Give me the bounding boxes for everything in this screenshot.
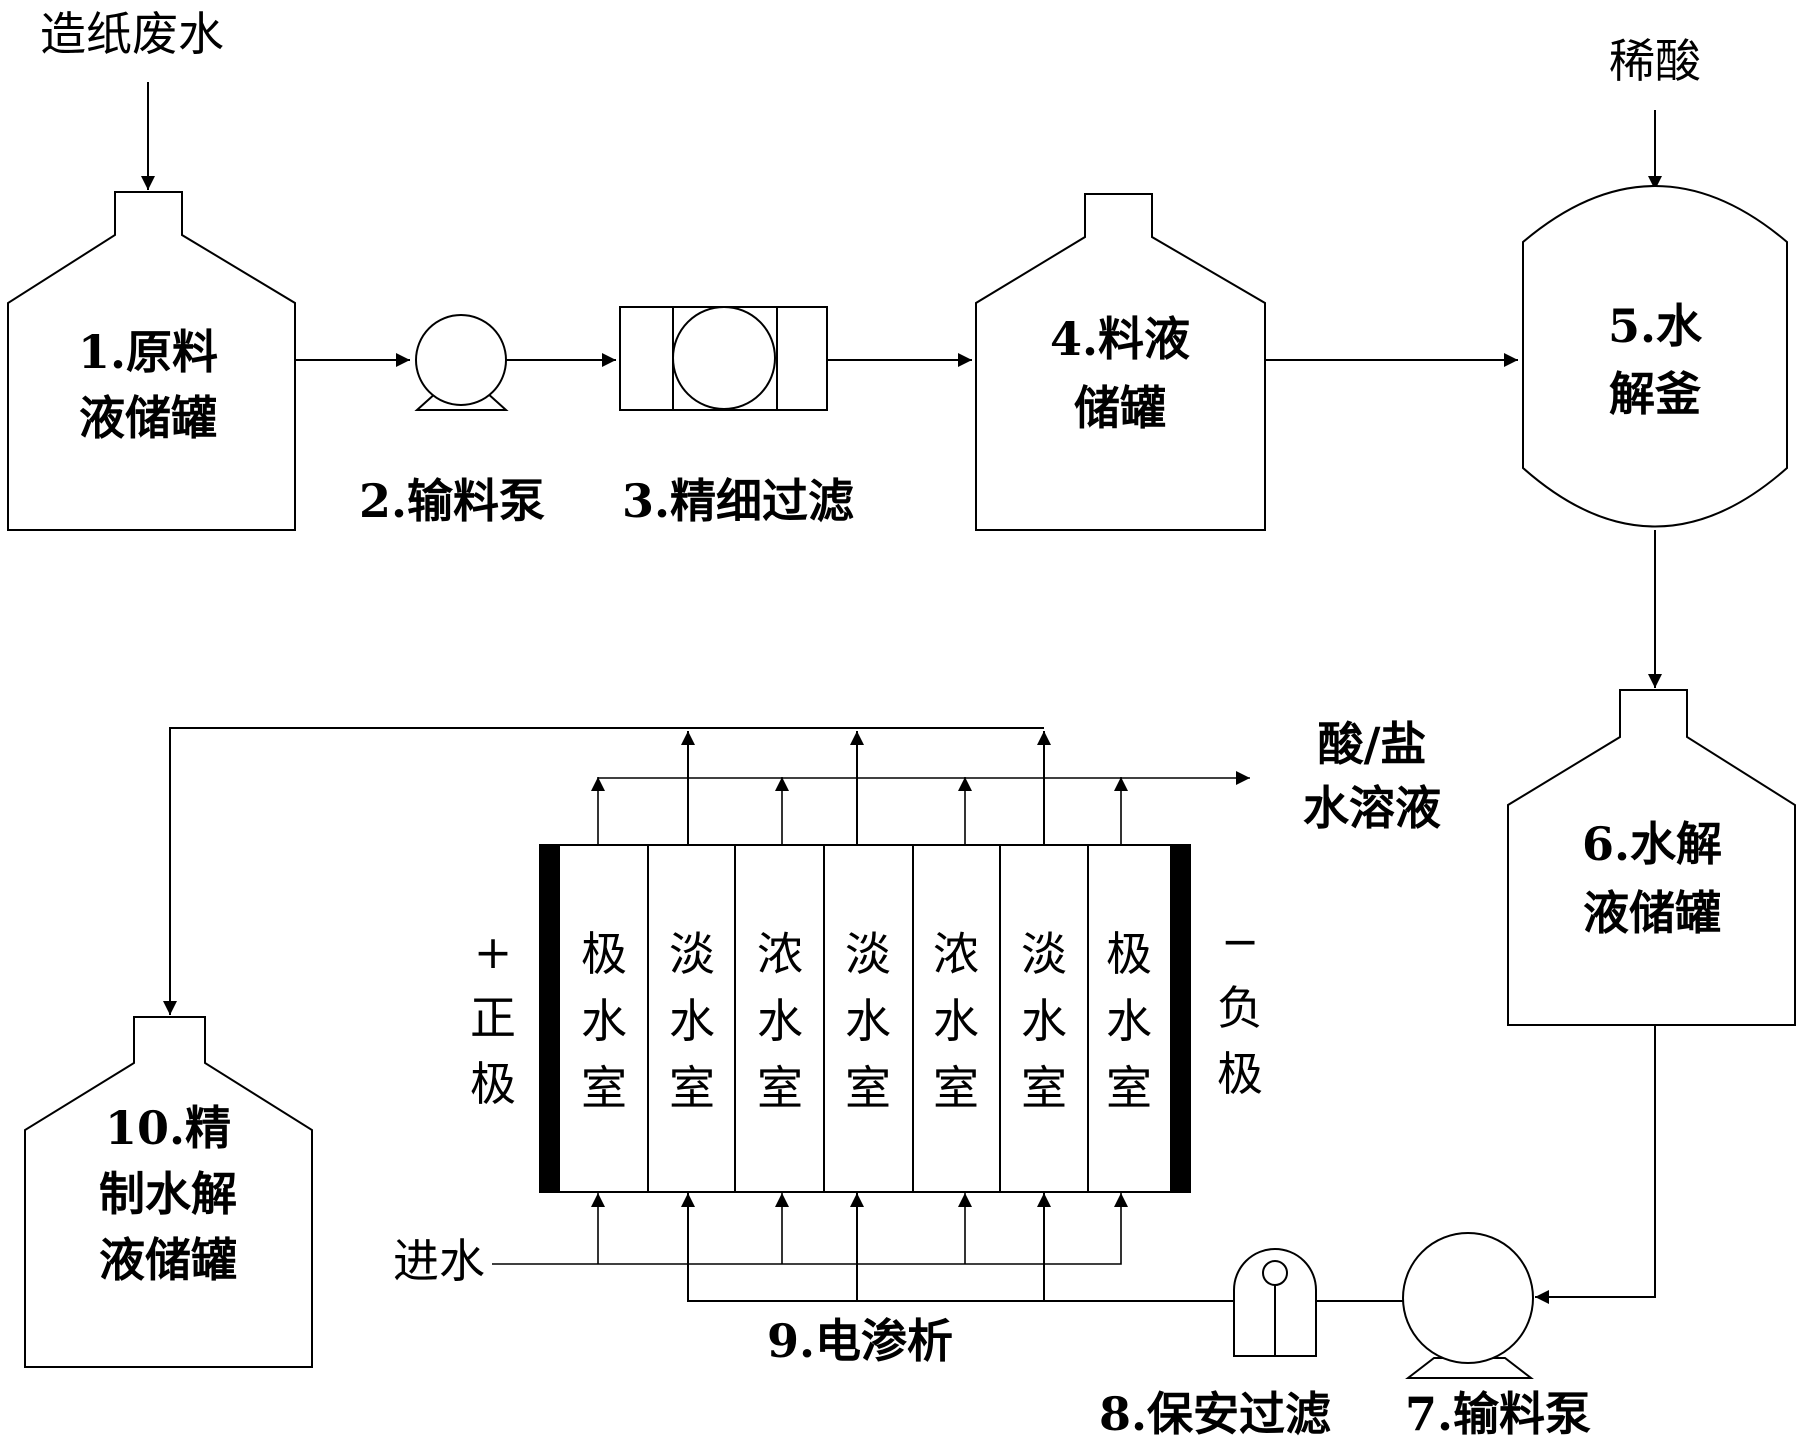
cathode-label-line2: 极	[1217, 1047, 1263, 1101]
electrodialysis-stack	[539, 844, 1191, 1193]
chamber-electrode-right: 极 水 室	[1106, 927, 1152, 1115]
chamber-char: 室	[757, 1061, 803, 1115]
chamber-char: 水	[845, 994, 891, 1048]
raw-liquid-storage-tank	[7, 191, 296, 531]
chamber-char: 水	[1021, 994, 1067, 1048]
unit8-label: 8.保安过滤	[1099, 1387, 1331, 1441]
acid-salt-label-line2: 水溶液	[1303, 781, 1441, 835]
water-inlet-label: 进水	[393, 1234, 485, 1288]
unit6-label-line2: 液储罐	[1583, 886, 1721, 940]
water-inlet-line	[492, 1193, 1128, 1265]
unit7-label: 7.输料泵	[1405, 1387, 1591, 1441]
chamber-char: 淡	[669, 927, 715, 981]
chamber-char: 淡	[845, 927, 891, 981]
anode-label-line2: 极	[470, 1057, 516, 1111]
fine-filter-icon	[619, 306, 828, 411]
unit10-label-line1: 10.精	[105, 1101, 231, 1155]
chamber-char: 浓	[933, 927, 979, 981]
unit9-label: 9.电渗析	[767, 1314, 953, 1368]
chamber-concentrate-1: 浓 水 室	[757, 927, 803, 1115]
anode-sign: +	[474, 925, 513, 979]
chamber-char: 室	[581, 1061, 627, 1115]
chamber-char: 水	[757, 994, 803, 1048]
wastewater-input-label: 造纸废水	[40, 7, 224, 61]
feed-pump-7-icon	[1402, 1232, 1534, 1379]
unit3-label: 3.精细过滤	[622, 474, 854, 528]
feed-liquid-storage-tank	[975, 193, 1266, 531]
unit4-label-line2: 储罐	[1074, 381, 1166, 435]
hydrolysate-storage-tank	[1507, 689, 1796, 1026]
refined-hydrolysate-storage-tank	[24, 1016, 313, 1368]
chamber-char: 水	[581, 994, 627, 1048]
hydrolysis-reactor	[1522, 185, 1788, 528]
chamber-char: 室	[669, 1061, 715, 1115]
chamber-concentrate-2: 浓 水 室	[933, 927, 979, 1115]
flow-filter8-to-dilute-chambers	[681, 1193, 1234, 1302]
chamber-char: 浓	[757, 927, 803, 981]
unit1-label-line1: 1.原料	[78, 325, 218, 379]
acid-salt-label-line1: 酸/盐	[1318, 717, 1427, 771]
dilute-acid-label: 稀酸	[1609, 34, 1701, 88]
anode-label-line1: 正	[470, 991, 516, 1045]
chamber-char: 水	[933, 994, 979, 1048]
chamber-dilute-3: 淡 水 室	[1021, 927, 1067, 1115]
unit1-label-line2: 液储罐	[79, 391, 217, 445]
unit5-label-line2: 解釜	[1609, 367, 1701, 421]
chamber-dilute-2: 淡 水 室	[845, 927, 891, 1115]
unit6-label-line1: 6.水解	[1582, 817, 1722, 871]
chamber-char: 极	[1106, 927, 1152, 981]
feed-pump-2-icon	[414, 314, 509, 411]
unit10-label-line3: 液储罐	[99, 1233, 237, 1287]
chamber-char: 水	[669, 994, 715, 1048]
cathode-plate	[1170, 845, 1190, 1192]
cathode-sign: −	[1221, 914, 1260, 968]
unit5-label-line1: 5.水	[1608, 299, 1703, 353]
chamber-char: 室	[933, 1061, 979, 1115]
unit10-label-line2: 制水解	[99, 1167, 237, 1221]
chamber-dilute-1: 淡 水 室	[669, 927, 715, 1115]
chamber-char: 水	[1106, 994, 1152, 1048]
chamber-char: 室	[1106, 1061, 1152, 1115]
chamber-char: 室	[1021, 1061, 1067, 1115]
chamber-electrode-left: 极 水 室	[581, 927, 627, 1115]
unit2-label: 2.输料泵	[359, 474, 545, 528]
flow-to-refined-tank10	[163, 727, 1044, 1015]
cathode-label-line1: 负	[1217, 981, 1263, 1035]
security-filter-icon	[1233, 1248, 1317, 1357]
flow-tank6-to-pump7	[1535, 1025, 1656, 1304]
chamber-char: 室	[845, 1061, 891, 1115]
chamber-char: 淡	[1021, 927, 1067, 981]
chamber-char: 极	[581, 927, 627, 981]
anode-plate	[540, 845, 560, 1192]
unit4-label-line1: 4.料液	[1050, 312, 1190, 366]
